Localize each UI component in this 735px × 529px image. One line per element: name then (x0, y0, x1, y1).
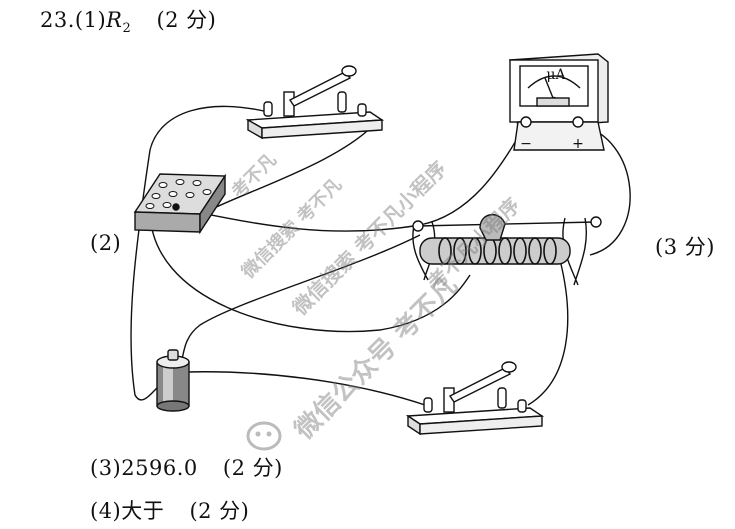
wire-rheostat-switch2 (527, 259, 569, 406)
rheostat (412, 214, 602, 286)
resistance-box (133, 173, 227, 235)
part-1-label: (1) (74, 8, 107, 32)
switch-1 (245, 65, 385, 140)
meter-plus-label: + (572, 136, 584, 152)
microammeter: μA − + (509, 53, 609, 152)
answer-line-3: (3)2596.0 (2 分) (90, 452, 283, 482)
wires (130, 105, 631, 406)
battery (156, 349, 190, 412)
question-number: 23. (40, 8, 75, 32)
part-4-score: (2 分) (189, 499, 250, 523)
meter-minus-label: − (520, 136, 532, 152)
resistor-symbol: R (106, 8, 123, 32)
wire-battery-switch2 (184, 371, 426, 406)
switch-2 (405, 361, 545, 436)
wire-resbox-meter (175, 124, 526, 232)
wire-rheostat-battery (177, 234, 421, 373)
meter-unit: μA (546, 67, 566, 83)
part-2-score: (3 分) (655, 235, 715, 259)
wire-resbox-rheostat (149, 209, 471, 333)
part-3-label: (3) (90, 456, 122, 480)
wechat-icon (246, 421, 282, 451)
part-3-value: 2596.0 (121, 456, 198, 480)
part-4-value: 大于 (121, 499, 165, 523)
part-1-score: (2 分) (156, 8, 217, 32)
resistor-subscript: 2 (122, 21, 132, 37)
part-2-label: (2) (90, 231, 122, 255)
answer-line-4: (4)大于 (2 分) (90, 495, 249, 525)
wire-switch1-battery (130, 105, 269, 401)
part-4-label: (4) (90, 499, 122, 523)
part-3-score: (2 分) (222, 456, 283, 480)
answer-line-1: 23.(1)R2 (2 分) (40, 4, 216, 36)
